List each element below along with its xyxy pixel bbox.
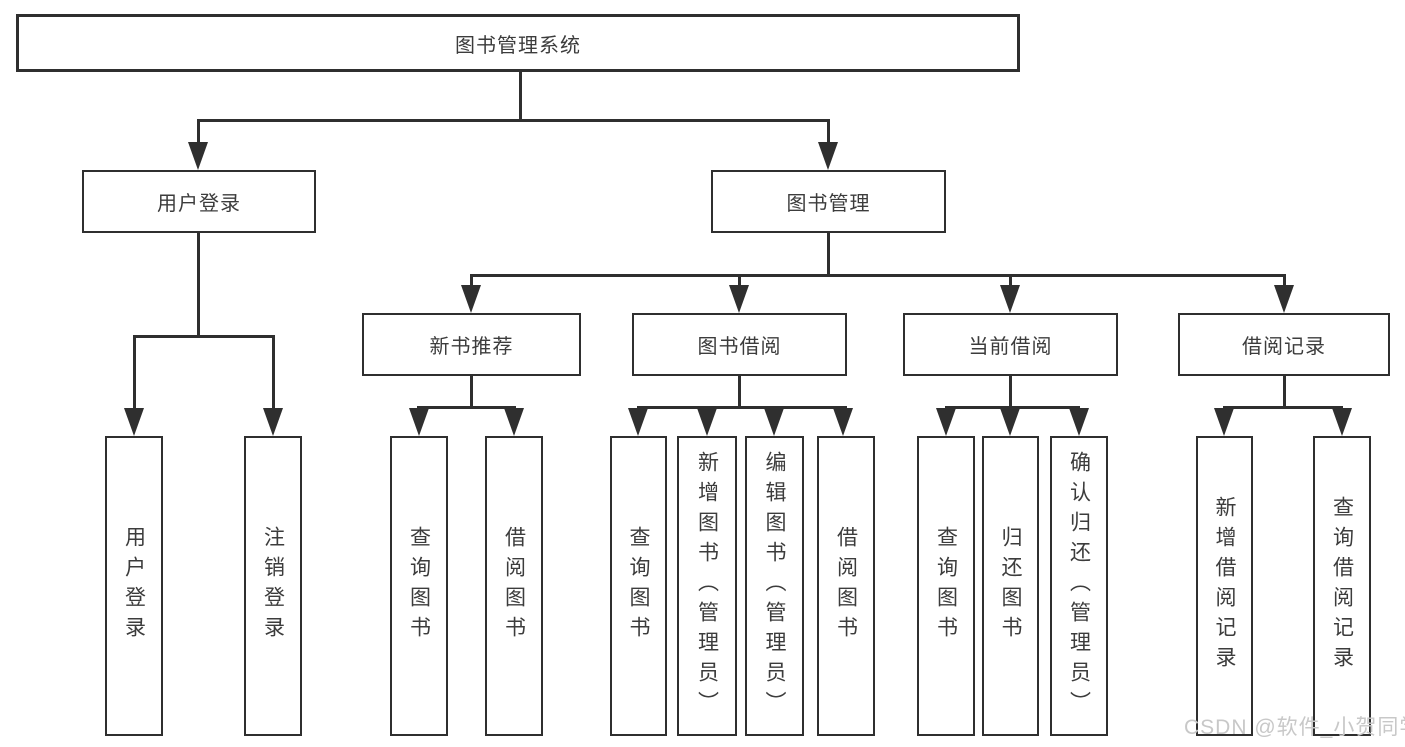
connector-recommend-stem <box>470 375 473 409</box>
leaf-query-borrow-record: 查询借阅记录 <box>1313 436 1371 736</box>
connector-mgmt-stem <box>827 232 830 277</box>
connector-current-stem <box>1009 375 1012 409</box>
watermark-text: CSDN @软件_小贺同学 <box>1184 716 1405 739</box>
connector-root-rail <box>197 119 830 122</box>
arrow-down-icon <box>263 408 283 436</box>
arrow-down-icon <box>504 408 524 436</box>
arrow-down-icon <box>124 408 144 436</box>
connector-login-rail <box>133 335 275 338</box>
leaf-borrow-books-label: 借阅图书 <box>834 526 858 646</box>
node-library-system: 图书管理系统 <box>16 14 1020 72</box>
node-current-borrow-label: 当前借阅 <box>968 336 1053 358</box>
leaf-borrow-query-books: 查询图书 <box>610 436 667 736</box>
arrow-down-icon <box>764 408 784 436</box>
connector-records-rail <box>1223 406 1343 409</box>
connector-mgmt-drop-3 <box>1009 274 1012 287</box>
arrow-down-icon <box>729 285 749 313</box>
leaf-recommend-borrow-books-label: 借阅图书 <box>502 526 526 646</box>
leaf-user-login-label: 用户登录 <box>122 526 146 646</box>
arrow-down-icon <box>1214 408 1234 436</box>
leaf-recommend-query-books: 查询图书 <box>390 436 448 736</box>
connector-login-drop-right <box>272 335 275 410</box>
node-library-system-label: 图书管理系统 <box>455 34 581 57</box>
leaf-return-books-label: 归还图书 <box>999 526 1022 646</box>
arrow-down-icon <box>628 408 648 436</box>
connector-recommend-rail <box>417 406 516 409</box>
leaf-return-books: 归还图书 <box>982 436 1039 736</box>
arrow-down-icon <box>936 408 956 436</box>
leaf-borrow-query-books-label: 查询图书 <box>627 526 650 646</box>
node-borrow-records: 借阅记录 <box>1178 313 1390 376</box>
leaf-edit-books-admin: 编辑图书（管理员） <box>745 436 804 736</box>
leaf-confirm-return-admin-label: 确认归还（管理员） <box>1067 451 1091 721</box>
arrow-down-icon <box>461 285 481 313</box>
arrow-down-icon <box>1000 408 1020 436</box>
leaf-logout: 注销登录 <box>244 436 302 736</box>
node-new-book-recommend: 新书推荐 <box>362 313 581 376</box>
leaf-query-borrow-record-label: 查询借阅记录 <box>1330 496 1354 676</box>
leaf-borrow-books: 借阅图书 <box>817 436 875 736</box>
arrow-down-icon <box>409 408 429 436</box>
node-new-book-recommend-label: 新书推荐 <box>429 336 514 358</box>
connector-mgmt-drop-1 <box>470 274 473 287</box>
connector-login-drop-left <box>133 335 136 410</box>
leaf-recommend-query-books-label: 查询图书 <box>407 526 431 646</box>
node-book-borrow-label: 图书借阅 <box>697 336 782 358</box>
leaf-add-borrow-record-label: 新增借阅记录 <box>1213 496 1236 676</box>
node-user-login-group: 用户登录 <box>82 170 316 233</box>
connector-current-rail <box>945 406 1080 409</box>
connector-login-stem <box>197 232 200 338</box>
leaf-current-query-books: 查询图书 <box>917 436 975 736</box>
connector-borrow-rail <box>637 406 847 409</box>
connector-mgmt-drop-2 <box>738 274 741 287</box>
arrow-down-icon <box>1000 285 1020 313</box>
leaf-edit-books-admin-label: 编辑图书（管理员） <box>763 451 786 721</box>
connector-mgmt-drop-4 <box>1283 274 1286 287</box>
connector-root-drop-left <box>197 119 200 145</box>
leaf-logout-label: 注销登录 <box>261 526 285 646</box>
leaf-add-borrow-record: 新增借阅记录 <box>1196 436 1253 736</box>
leaf-user-login: 用户登录 <box>105 436 163 736</box>
node-book-borrow: 图书借阅 <box>632 313 847 376</box>
leaf-confirm-return-admin: 确认归还（管理员） <box>1050 436 1108 736</box>
arrow-down-icon <box>188 142 208 170</box>
arrow-down-icon <box>833 408 853 436</box>
arrow-down-icon <box>1069 408 1089 436</box>
node-book-management: 图书管理 <box>711 170 946 233</box>
arrow-down-icon <box>697 408 717 436</box>
connector-root-stem <box>519 71 522 121</box>
connector-borrow-stem <box>738 375 741 409</box>
node-book-management-label: 图书管理 <box>786 193 871 215</box>
arrow-down-icon <box>818 142 838 170</box>
connector-mgmt-rail <box>470 274 1286 277</box>
node-borrow-records-label: 借阅记录 <box>1242 336 1326 358</box>
connector-root-drop-right <box>827 119 830 145</box>
connector-records-stem <box>1283 375 1286 409</box>
leaf-add-books-admin: 新增图书（管理员） <box>677 436 737 736</box>
leaf-current-query-books-label: 查询图书 <box>934 526 958 646</box>
leaf-recommend-borrow-books: 借阅图书 <box>485 436 543 736</box>
arrow-down-icon <box>1332 408 1352 436</box>
leaf-add-books-admin-label: 新增图书（管理员） <box>695 451 719 721</box>
node-user-login-group-label: 用户登录 <box>157 193 241 215</box>
node-current-borrow: 当前借阅 <box>903 313 1118 376</box>
arrow-down-icon <box>1274 285 1294 313</box>
